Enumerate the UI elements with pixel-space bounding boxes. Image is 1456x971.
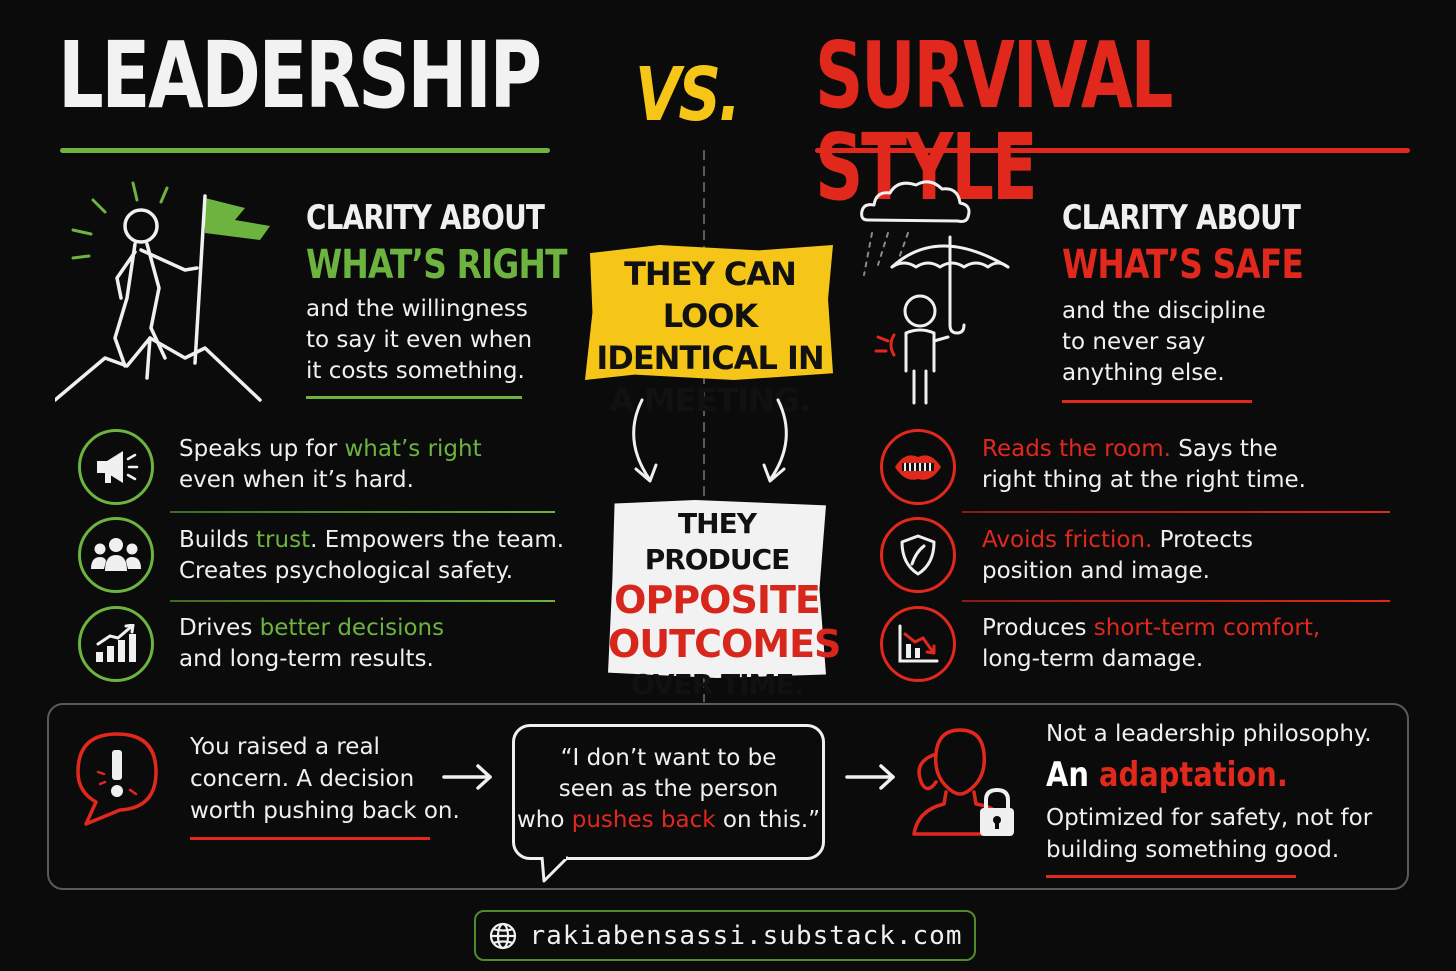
left-heading-line-1: CLARITY ABOUT — [306, 198, 545, 238]
right-body-line: anything else. — [1062, 360, 1225, 386]
point-line-2: Creates psychological safety. — [179, 558, 514, 584]
adaptation-highlight: adaptation. — [1099, 755, 1288, 795]
right-point-3: Produces short-term comfort, long-term d… — [982, 613, 1320, 675]
right-point-2: Avoids friction. Protects position and i… — [982, 525, 1253, 587]
quote-line: “I don’t want to be — [560, 745, 777, 771]
point-text: Builds — [179, 527, 257, 553]
quote-text: “I don’t want to be seen as the person w… — [512, 743, 825, 836]
right-3-text: Optimized for safety, not for building s… — [1046, 802, 1372, 866]
white-callout-box — [608, 500, 826, 678]
right-line: building something good. — [1046, 837, 1340, 863]
point-text: Speaks up for — [179, 436, 345, 462]
concern-line: worth pushing back on. — [190, 798, 460, 824]
quote-highlight: pushes back — [571, 807, 716, 833]
right-heading-line-1: CLARITY ABOUT — [1062, 198, 1301, 238]
right-1-text: Not a leadership philosophy. — [1046, 721, 1372, 747]
concern-line: You raised a real — [190, 734, 380, 760]
title-vs: VS. — [635, 52, 741, 138]
url-text[interactable]: rakiabensassi.substack.com — [529, 920, 963, 951]
zipped-mouth-icon — [880, 429, 956, 505]
growth-chart-icon — [78, 606, 154, 682]
left-point-1: Speaks up for what’s right even when it’… — [179, 434, 482, 496]
right-body-line: to never say — [1062, 329, 1206, 355]
point-line-2: long-term damage. — [982, 646, 1204, 672]
green-underline — [60, 148, 550, 153]
url-badge[interactable]: rakiabensassi.substack.com — [474, 910, 976, 961]
yellow-callout-box — [585, 245, 833, 380]
adaptation-pre: An — [1046, 755, 1100, 795]
point-text: Protects — [1152, 527, 1253, 553]
separator — [962, 600, 1390, 602]
megaphone-icon — [78, 429, 154, 505]
white-line: OVER TIME. — [630, 668, 804, 701]
arrow-right-icon — [442, 764, 492, 790]
quote-bubble — [512, 724, 825, 860]
separator — [170, 511, 555, 513]
left-point-3: Drives better decisions and long-term re… — [179, 613, 444, 675]
left-heading-body: and the willingness to say it even when … — [306, 294, 532, 387]
declining-chart-icon — [880, 606, 956, 682]
title-leadership: LEADERSHIP — [58, 22, 542, 129]
point-line-2: right thing at the right time. — [982, 467, 1306, 493]
point-highlight: short-term comfort, — [1093, 615, 1321, 641]
point-highlight: trust — [256, 527, 311, 553]
separator — [170, 600, 555, 602]
right-point-1: Reads the room. Says the right thing at … — [982, 434, 1306, 496]
red-underline — [815, 148, 1410, 153]
right-heading-line-2: WHAT’S SAFE — [1062, 242, 1304, 288]
right-heading-body: and the discipline to never say anything… — [1062, 296, 1266, 389]
white-line: THEY PRODUCE — [644, 507, 791, 576]
title-survival-style: SURVIVAL STYLE — [815, 22, 1173, 221]
white-big-line: OUTCOMES — [608, 622, 841, 666]
concern-line: concern. A decision — [190, 766, 415, 792]
globe-icon — [489, 922, 516, 949]
alert-bubble-icon — [76, 732, 158, 826]
left-body-line: it costs something. — [306, 358, 525, 384]
left-heading-underline — [306, 396, 522, 399]
arrow-right-icon — [845, 764, 895, 790]
umbrella-person-icon — [860, 180, 1010, 405]
point-text: Drives — [179, 615, 260, 641]
curved-arrows-icon — [632, 398, 788, 483]
point-line-2: and long-term results. — [179, 646, 434, 672]
quote-line: who — [516, 807, 572, 833]
white-big-line: OPPOSITE — [614, 578, 821, 622]
point-line-2: position and image. — [982, 558, 1210, 584]
point-text: . Empowers the team. — [310, 527, 565, 553]
shield-icon — [880, 517, 956, 593]
separator — [962, 511, 1390, 513]
left-body-line: to say it even when — [306, 327, 533, 353]
white-callout-text: THEY PRODUCE OPPOSITE OUTCOMES OVER TIME… — [608, 506, 841, 704]
right-heading-underline — [1062, 400, 1252, 403]
adaptation-text: An adaptation. — [1046, 753, 1288, 797]
right-body-line: and the discipline — [1062, 298, 1266, 324]
yellow-line: THEY CAN LOOK — [624, 255, 797, 335]
locked-person-icon — [912, 728, 1014, 836]
quote-line: seen as the person — [558, 776, 779, 802]
left-heading-line-2: WHAT’S RIGHT — [306, 242, 568, 288]
point-highlight: better decisions — [259, 615, 445, 641]
quote-line: on this.” — [715, 807, 821, 833]
left-body-line: and the willingness — [306, 296, 528, 322]
concern-underline — [190, 837, 430, 840]
concern-text: You raised a real concern. A decision wo… — [190, 731, 460, 827]
point-text: Says the — [1170, 436, 1278, 462]
point-highlight: what’s right — [344, 436, 482, 462]
bottom-panel — [47, 703, 1409, 890]
right-line: Optimized for safety, not for — [1046, 805, 1373, 831]
center-divider — [703, 150, 705, 702]
point-highlight: Reads the room. — [982, 436, 1171, 462]
left-point-2: Builds trust. Empowers the team. Creates… — [179, 525, 564, 587]
team-icon — [78, 517, 154, 593]
bubble-tail-icon — [540, 855, 570, 883]
flag-climber-icon — [55, 181, 270, 402]
point-line-2: even when it’s hard. — [179, 467, 414, 493]
point-highlight: Avoids friction. — [982, 527, 1153, 553]
point-text: Produces — [982, 615, 1094, 641]
right-underline — [1046, 875, 1296, 878]
yellow-line: IDENTICAL IN — [596, 339, 824, 377]
